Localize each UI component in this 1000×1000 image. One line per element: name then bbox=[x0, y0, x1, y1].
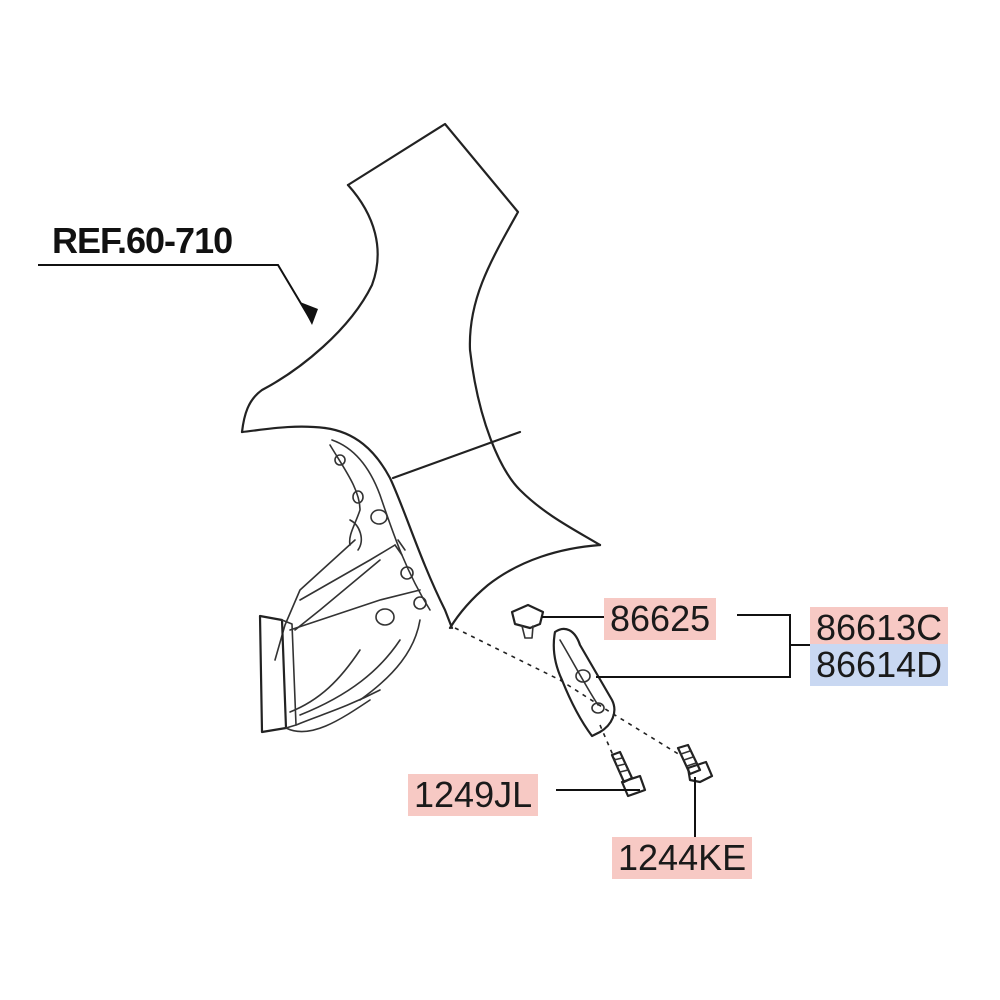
part-label-1249jl[interactable]: 1249JL bbox=[408, 774, 539, 816]
part-label-1244ke[interactable]: 1244KE bbox=[612, 837, 753, 879]
clip-part bbox=[510, 603, 545, 639]
quarter-panel bbox=[240, 122, 602, 734]
part-label-86614d[interactable]: 86614D bbox=[810, 644, 949, 686]
part-label-86613c[interactable]: 86613C bbox=[810, 607, 949, 649]
ref-leader bbox=[38, 264, 318, 325]
part-label-86625[interactable]: 86625 bbox=[604, 598, 717, 640]
label-leaders bbox=[542, 614, 812, 838]
ref-label: REF.60-710 bbox=[52, 220, 233, 261]
screw-guide-line bbox=[599, 724, 616, 761]
install-guide-line bbox=[454, 627, 681, 756]
mudguard-part bbox=[552, 627, 616, 738]
screw-small-part bbox=[610, 750, 647, 798]
screw-tapping-part bbox=[676, 743, 714, 784]
